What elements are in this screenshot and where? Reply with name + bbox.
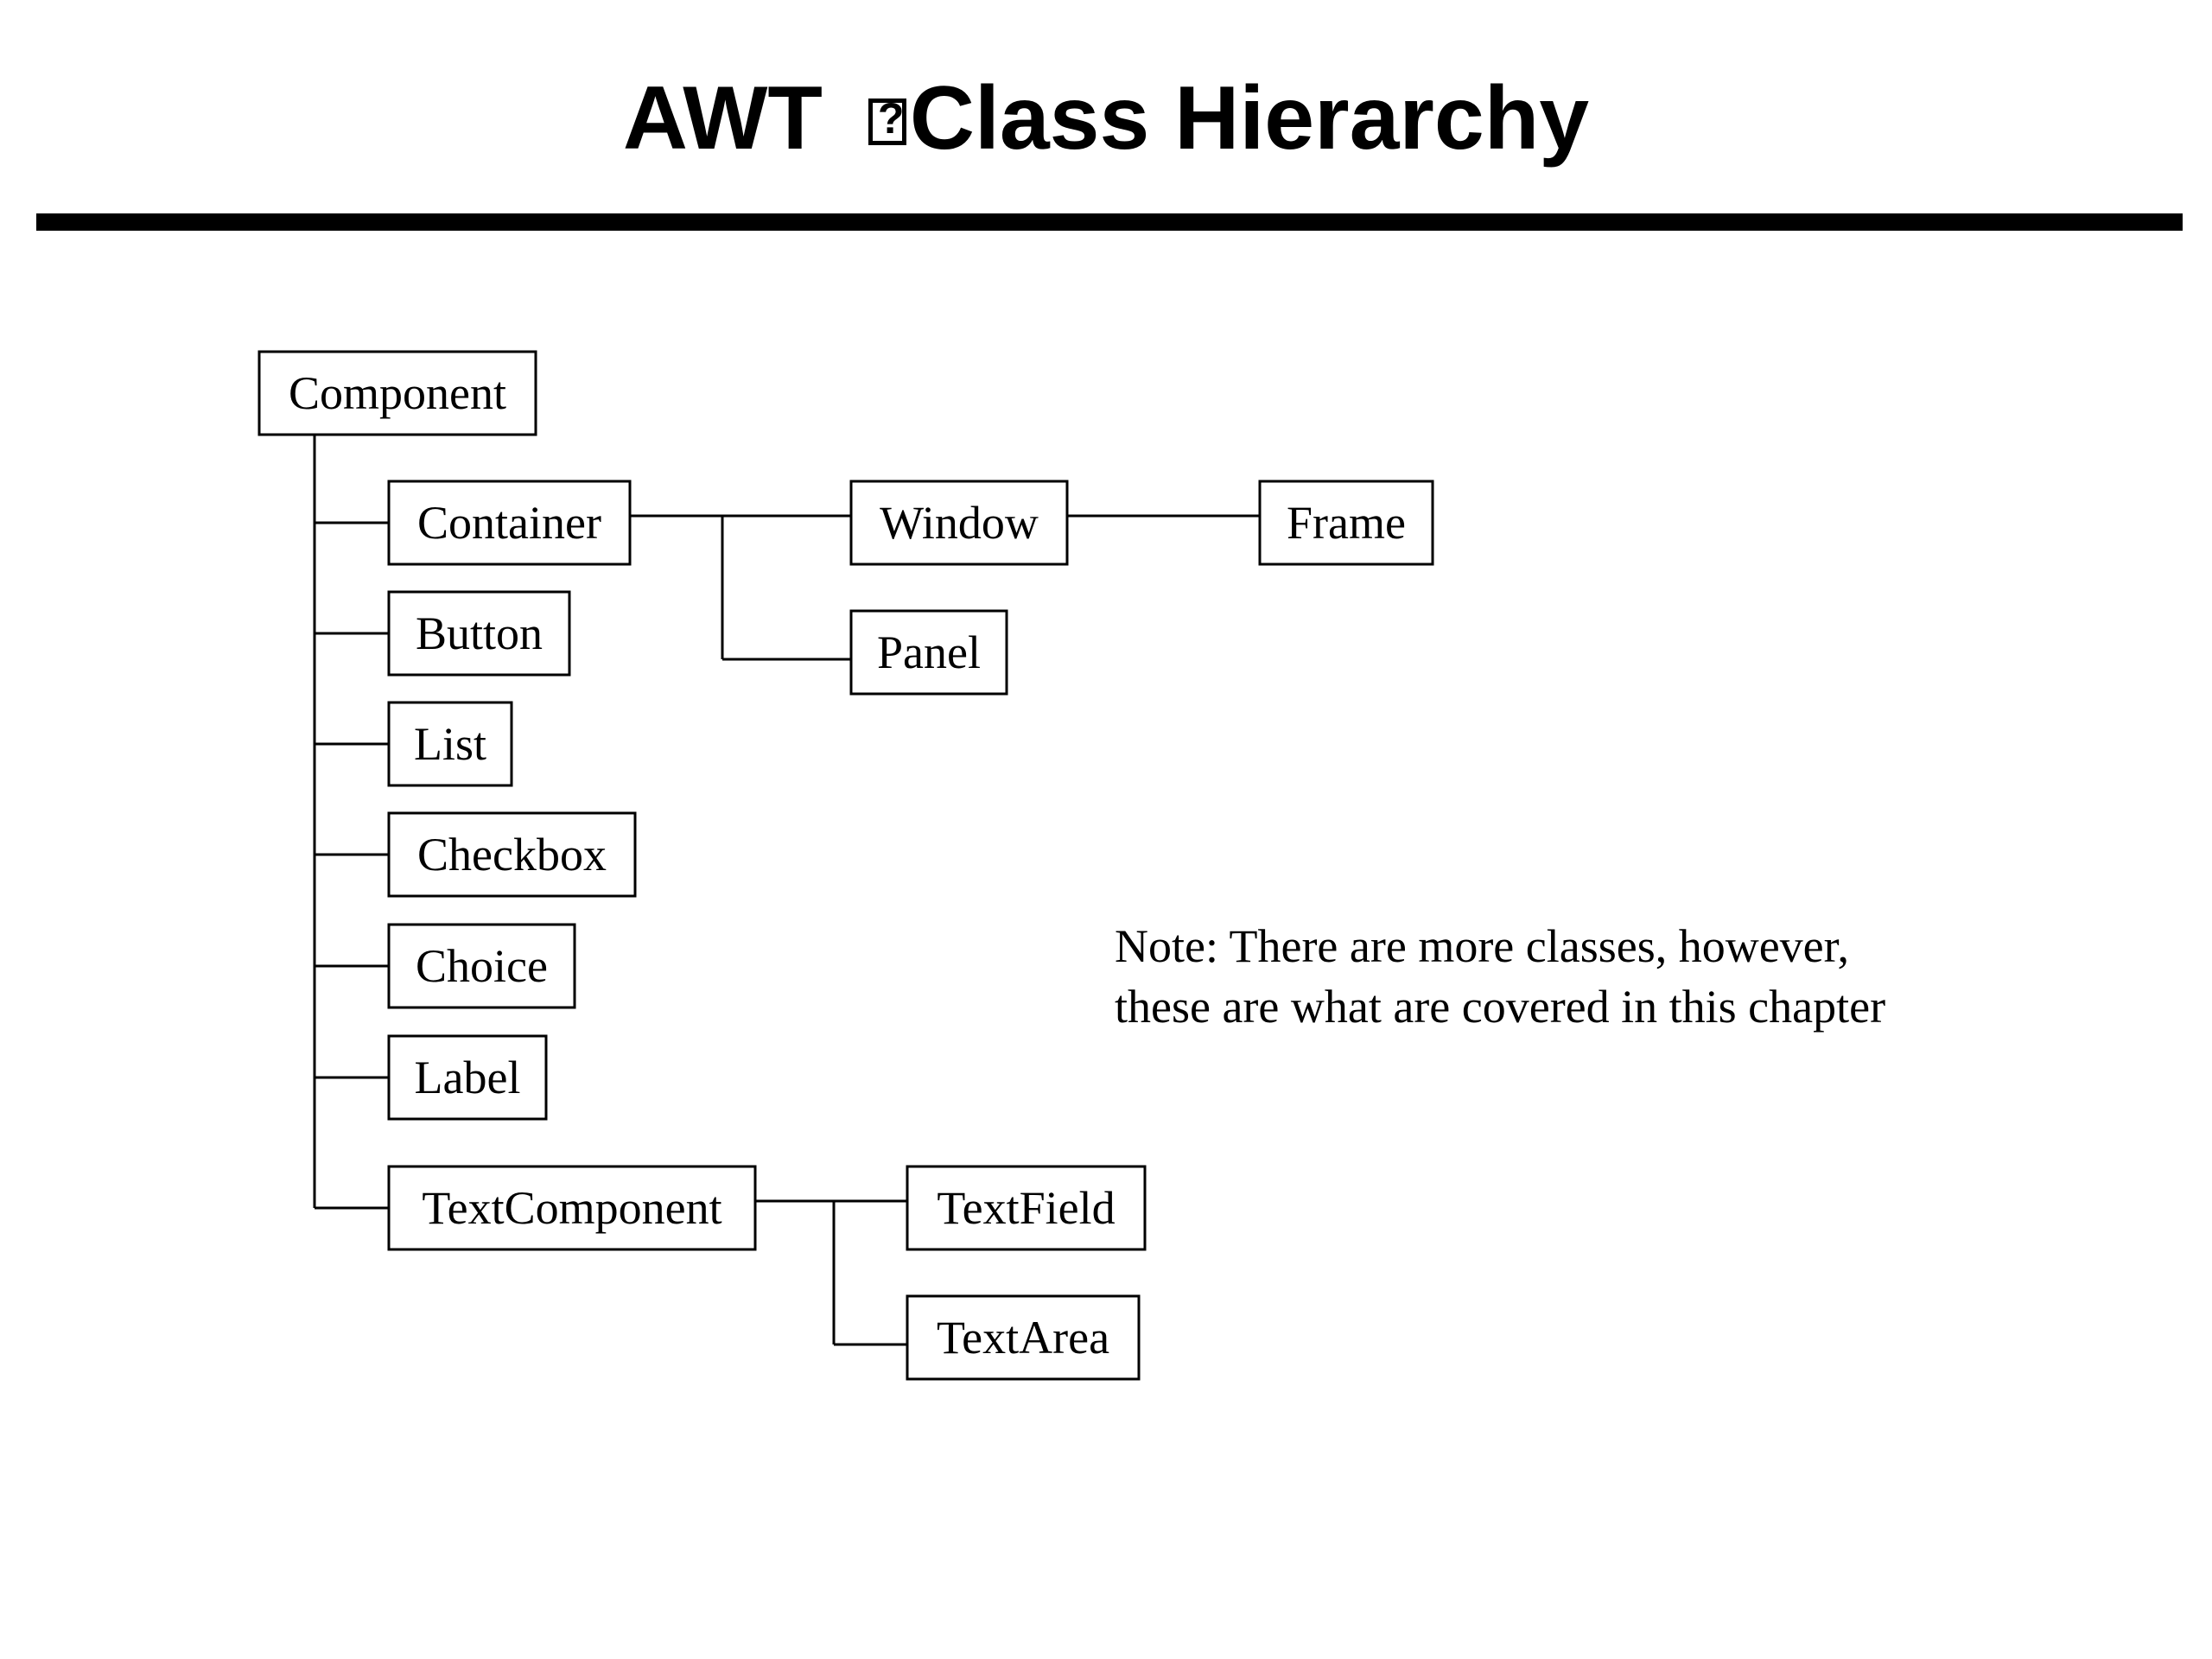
class-node-label: Label <box>415 1052 521 1103</box>
class-node-frame: Frame <box>1258 480 1434 566</box>
class-node-component: Component <box>257 350 537 436</box>
class-node-list: List <box>387 701 513 787</box>
class-node-label: Frame <box>1287 497 1406 549</box>
diagram-nodes: ComponentContainerButtonListCheckboxChoi… <box>257 350 1434 1381</box>
class-node-window: Window <box>849 480 1069 566</box>
class-node-box <box>387 923 576 1009</box>
class-node-label: TextField <box>937 1182 1115 1234</box>
class-node-box <box>387 480 632 566</box>
slide-title: AWT Class Hierarchy <box>0 62 2212 175</box>
coverage-note: Note: There are more classes, however, t… <box>1115 916 1885 1037</box>
class-node-label: Window <box>880 497 1039 549</box>
class-node-box <box>1258 480 1434 566</box>
title-text-start: AWT <box>622 68 848 168</box>
class-node-box <box>906 1165 1147 1251</box>
class-node-panel: Panel <box>849 609 1008 696</box>
title-divider <box>36 213 2183 231</box>
class-node-label: Choice <box>416 940 548 992</box>
class-node-label: Component <box>289 367 506 419</box>
class-node-textcomponent: TextComponent <box>387 1165 757 1251</box>
class-node-label: Container <box>417 497 601 549</box>
missing-glyph-icon <box>868 84 906 153</box>
class-node-box <box>387 590 571 677</box>
class-node-box <box>387 1165 757 1251</box>
class-node-label: Label <box>387 1034 548 1121</box>
class-node-label: TextArea <box>937 1312 1109 1363</box>
class-node-box <box>387 1034 548 1121</box>
note-line-1: Note: There are more classes, however, <box>1115 920 1849 972</box>
class-node-box <box>849 480 1069 566</box>
class-node-label: TextComponent <box>422 1182 721 1234</box>
class-node-label: List <box>414 718 486 770</box>
class-node-container: Container <box>387 480 632 566</box>
class-node-box <box>387 701 513 787</box>
class-node-textarea: TextArea <box>906 1294 1141 1381</box>
class-node-label: Panel <box>877 626 981 678</box>
class-node-box <box>849 609 1008 696</box>
class-node-choice: Choice <box>387 923 576 1009</box>
class-node-textfield: TextField <box>906 1165 1147 1251</box>
diagram-edges <box>313 435 1260 1346</box>
class-node-box <box>387 811 637 898</box>
class-node-checkbox: Checkbox <box>387 811 637 898</box>
class-node-label: Checkbox <box>417 829 607 880</box>
title-text-end: Class Hierarchy <box>909 68 1590 168</box>
class-node-box <box>906 1294 1141 1381</box>
class-node-label: Button <box>416 607 543 659</box>
class-node-box <box>257 350 537 436</box>
note-line-2: these are what are covered in this chapt… <box>1115 981 1886 1033</box>
class-node-button: Button <box>387 590 571 677</box>
